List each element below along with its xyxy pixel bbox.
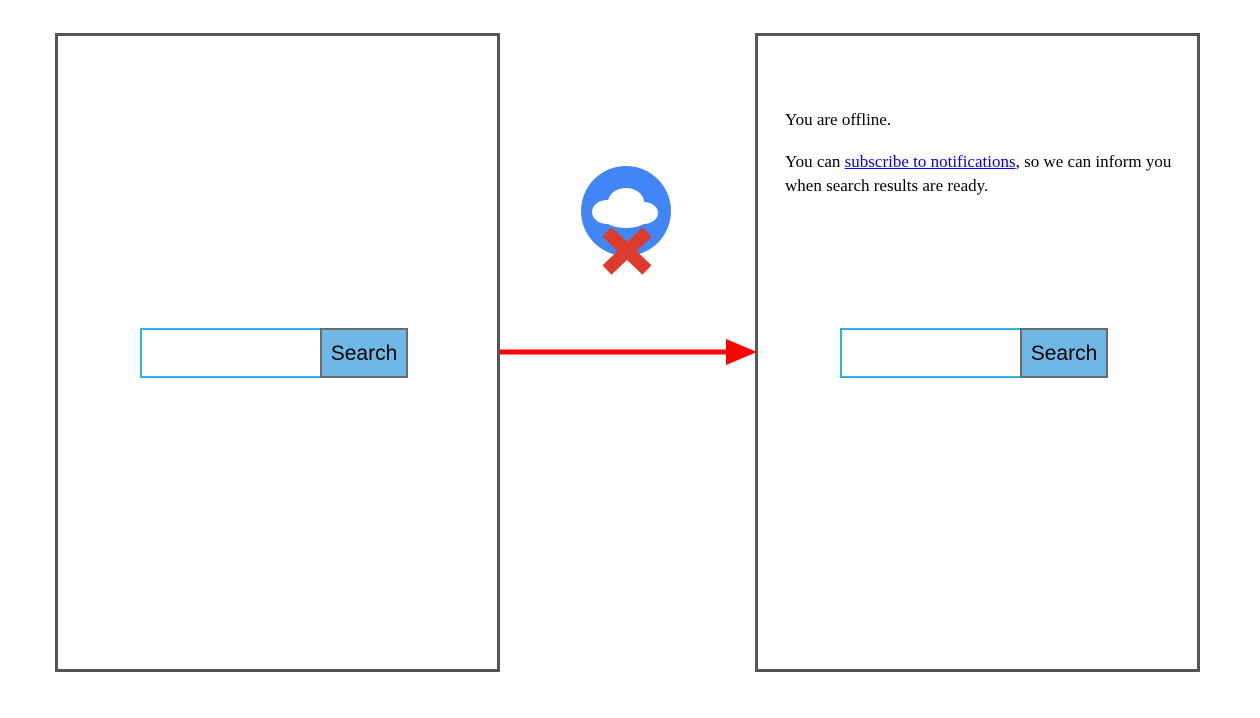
right-arrow-icon (500, 339, 757, 365)
offline-text-prefix: You can (785, 152, 845, 171)
cloud-shape (592, 188, 658, 228)
search-input[interactable] (840, 328, 1020, 378)
subscribe-to-notifications-link[interactable]: subscribe to notifications (844, 152, 1016, 171)
cloud-offline-icon: offline cloud with error cross (576, 166, 676, 278)
cloud-offline-label: offline cloud with error cross (676, 166, 677, 167)
search-button[interactable]: Search (320, 328, 408, 378)
search-input[interactable] (140, 328, 320, 378)
error-cross-icon (602, 227, 652, 275)
search-button[interactable]: Search (1020, 328, 1108, 378)
offline-subscribe-text: You can subscribe to notifications, so w… (785, 150, 1175, 198)
offline-text-suffix: , so we can inform you when search resul… (785, 152, 1172, 195)
transition-arrow: transition from before state to after st… (498, 332, 760, 372)
after-state-screen: You are offline. You can subscribe to no… (755, 33, 1200, 672)
offline-headline: You are offline. (785, 110, 892, 129)
search-bar-before: Search (140, 328, 408, 378)
search-bar-after: Search (840, 328, 1108, 378)
offline-message: You are offline. You can subscribe to no… (785, 108, 1175, 198)
before-state-screen: Search (55, 33, 500, 672)
